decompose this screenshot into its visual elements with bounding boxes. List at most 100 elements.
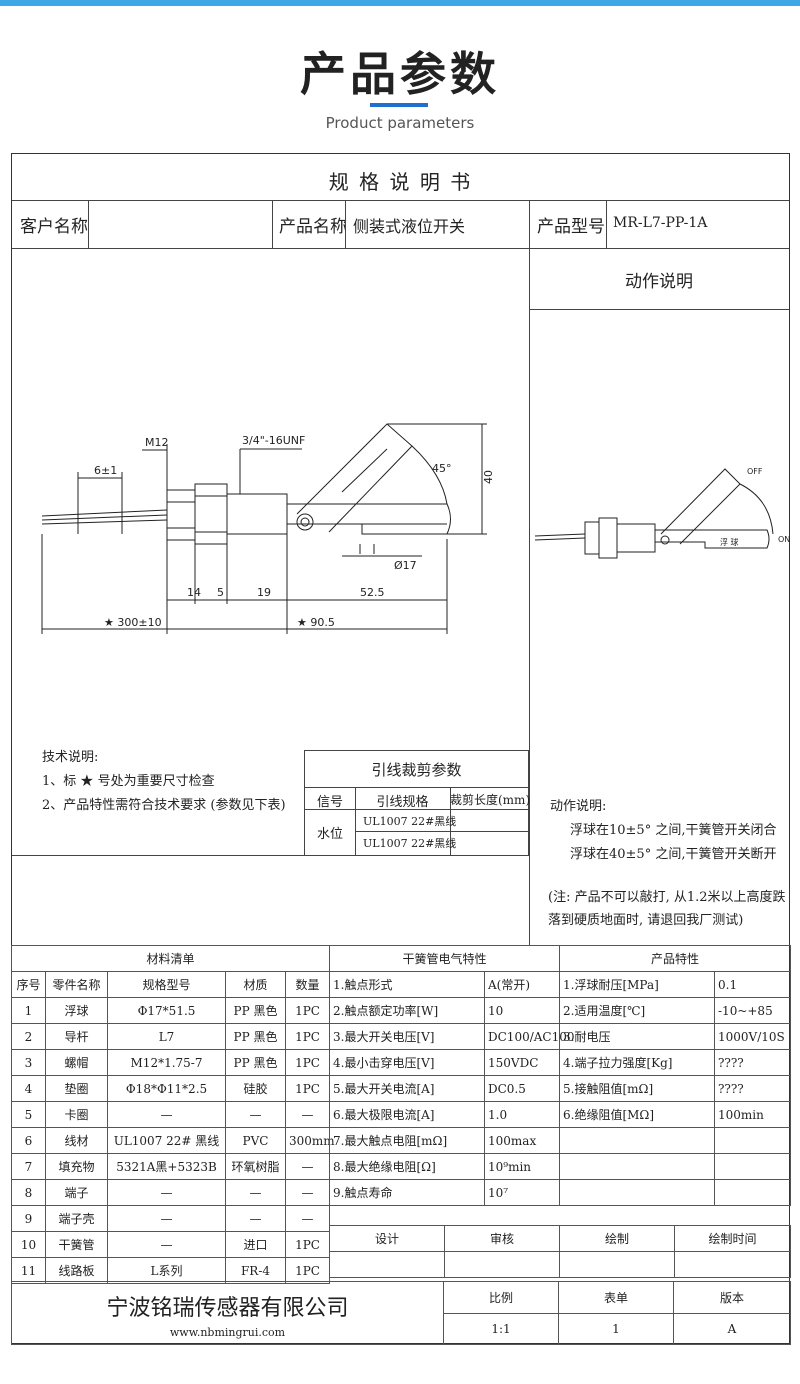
wire-header-spec: 引线规格 — [376, 795, 429, 810]
bom-cell: 5 — [11, 1101, 46, 1128]
feature-value: 1000V/10S — [713, 1023, 792, 1050]
feature-param: 6.绝缘阻值[MΩ] — [559, 1101, 715, 1128]
feature-value — [713, 1153, 792, 1180]
bom-cell: PP 黑色 — [225, 1049, 286, 1076]
page-subtitle: Product parameters — [325, 114, 475, 132]
reed-row: 8.最大绝缘电阻[Ω]10⁹min — [329, 1153, 561, 1180]
bom-cell: 垫圈 — [45, 1075, 108, 1102]
dim-40: 40 — [482, 470, 495, 484]
bom-cell: 1PC — [284, 1023, 331, 1050]
bom-cell: 1PC — [284, 997, 331, 1024]
feature-param — [559, 1127, 715, 1154]
feature-title: 产品特性 — [558, 945, 792, 972]
dim-phi17: Ø17 — [394, 559, 417, 572]
feature-value — [713, 1179, 792, 1206]
sign-review: 审核 — [444, 1225, 560, 1252]
bom-cell: 环氧树脂 — [225, 1153, 286, 1180]
reed-param: 5.最大开关电流[A] — [329, 1075, 485, 1102]
feature-row: 1.浮球耐压[MPa]0.1 — [559, 971, 792, 998]
dim-thread: 3/4"-16UNF — [242, 434, 305, 447]
bom-cell: 1PC — [284, 1257, 331, 1284]
company-name: 宁波铭瑞传感器有限公司 — [106, 1295, 349, 1321]
bom-cell: 5321A黑+5323B — [107, 1153, 226, 1180]
reed-param: 4.最小击穿电压[V] — [329, 1049, 485, 1076]
feature-value: ???? — [713, 1049, 792, 1076]
bom-cell: — — [284, 1205, 331, 1232]
bom-header-cell: 零件名称 — [45, 971, 108, 998]
reed-value: 10⁹min — [483, 1153, 561, 1180]
dim-19: 19 — [257, 586, 271, 599]
reed-param: 2.触点额定功率[W] — [329, 997, 485, 1024]
wire-title: 引线裁剪参数 — [371, 761, 462, 779]
float-tilted — [296, 423, 413, 533]
model-label: 产品型号 — [537, 217, 605, 237]
feature-param: 1.浮球耐压[MPa] — [559, 971, 715, 998]
feature-row: 6.绝缘阻值[MΩ]100min — [559, 1101, 792, 1128]
wire-signal: 水位 — [316, 827, 343, 842]
spec-title: 规 格 说 明 书 — [328, 170, 473, 194]
sheet-value: 1 — [558, 1312, 674, 1345]
wire-header-length: 裁剪长度(mm) — [450, 793, 531, 807]
version-label: 版本 — [673, 1281, 791, 1314]
reed-value: 1.0 — [483, 1101, 561, 1128]
bom-cell: 螺帽 — [45, 1049, 108, 1076]
swing-arc — [739, 483, 774, 535]
wire-table: 引线裁剪参数 信号 引线规格 裁剪长度(mm) 水位 UL1007 22#黑线 … — [304, 750, 531, 856]
wire-line-1 — [41, 509, 168, 517]
bom-header-cell: 序号 — [11, 971, 46, 998]
bom-cell: — — [284, 1153, 331, 1180]
on-label: ON — [778, 535, 790, 544]
feature-param: 5.接触阻值[mΩ] — [559, 1075, 715, 1102]
action-desc-2: 浮球在40±5° 之间,干簧管开关断开 — [570, 847, 777, 862]
bom-cell: 填充物 — [45, 1153, 108, 1180]
dim-300: ★ 300±10 — [104, 616, 162, 629]
model-value: MR-L7-PP-1A — [613, 215, 708, 231]
bom-cell: 浮球 — [45, 997, 108, 1024]
body-shape — [226, 493, 288, 535]
feature-row: 2.适用温度[℃]-10~+85 — [559, 997, 792, 1024]
sheet-label: 表单 — [558, 1281, 674, 1314]
bom-cell: 3 — [11, 1049, 46, 1076]
scale-value: 1:1 — [443, 1312, 559, 1345]
bom-cell: 9 — [11, 1205, 46, 1232]
bom-cell: 端子壳 — [45, 1205, 108, 1232]
feature-row — [559, 1127, 792, 1154]
bom-cell: PP 黑色 — [225, 997, 286, 1024]
bom-cell: PVC — [225, 1127, 286, 1154]
dim-5: 5 — [217, 586, 224, 599]
pivot-circle — [296, 513, 314, 531]
bom-cell: — — [107, 1101, 226, 1128]
bom-cell: L系列 — [107, 1257, 226, 1284]
feature-param: 4.端子拉力强度[Kg] — [559, 1049, 715, 1076]
tech-line-1b: 号处为重要尺寸检查 — [97, 774, 215, 789]
feature-param: 3.耐电压 — [559, 1023, 715, 1050]
reed-row: 3.最大开关电压[V]DC100/AC100 — [329, 1023, 575, 1050]
bom-cell: — — [107, 1205, 226, 1232]
bom-cell: 8 — [11, 1179, 46, 1206]
sign-draw-time: 绘制时间 — [674, 1225, 791, 1252]
action-desc-title: 动作说明: — [550, 799, 607, 814]
bom-header-cell: 规格型号 — [107, 971, 226, 998]
action-drawing: OFF ON 浮 球 — [534, 467, 790, 559]
bom-cell: Φ17*51.5 — [107, 997, 226, 1024]
bom-header-row: 序号零件名称规格型号材质数量 — [11, 971, 331, 998]
action-title: 动作说明 — [625, 272, 693, 292]
bom-cell: 卡圈 — [45, 1101, 108, 1128]
bom-cell: 导杆 — [45, 1023, 108, 1050]
reed-row: 7.最大触点电阻[mΩ]100max — [329, 1127, 561, 1154]
reed-row: 4.最小击穿电压[V]150VDC — [329, 1049, 561, 1076]
bom-cell: M12*1.75-7 — [107, 1049, 226, 1076]
bom-cell: 1PC — [284, 1075, 331, 1102]
bom-cell: 4 — [11, 1075, 46, 1102]
bom-cell: — — [107, 1179, 226, 1206]
reed-value: 10 — [483, 997, 561, 1024]
bom-cell: 1PC — [284, 1231, 331, 1258]
float-label: 浮 球 — [720, 537, 739, 547]
bom-cell: — — [225, 1101, 286, 1128]
tech-title: 技术说明: — [42, 750, 99, 765]
